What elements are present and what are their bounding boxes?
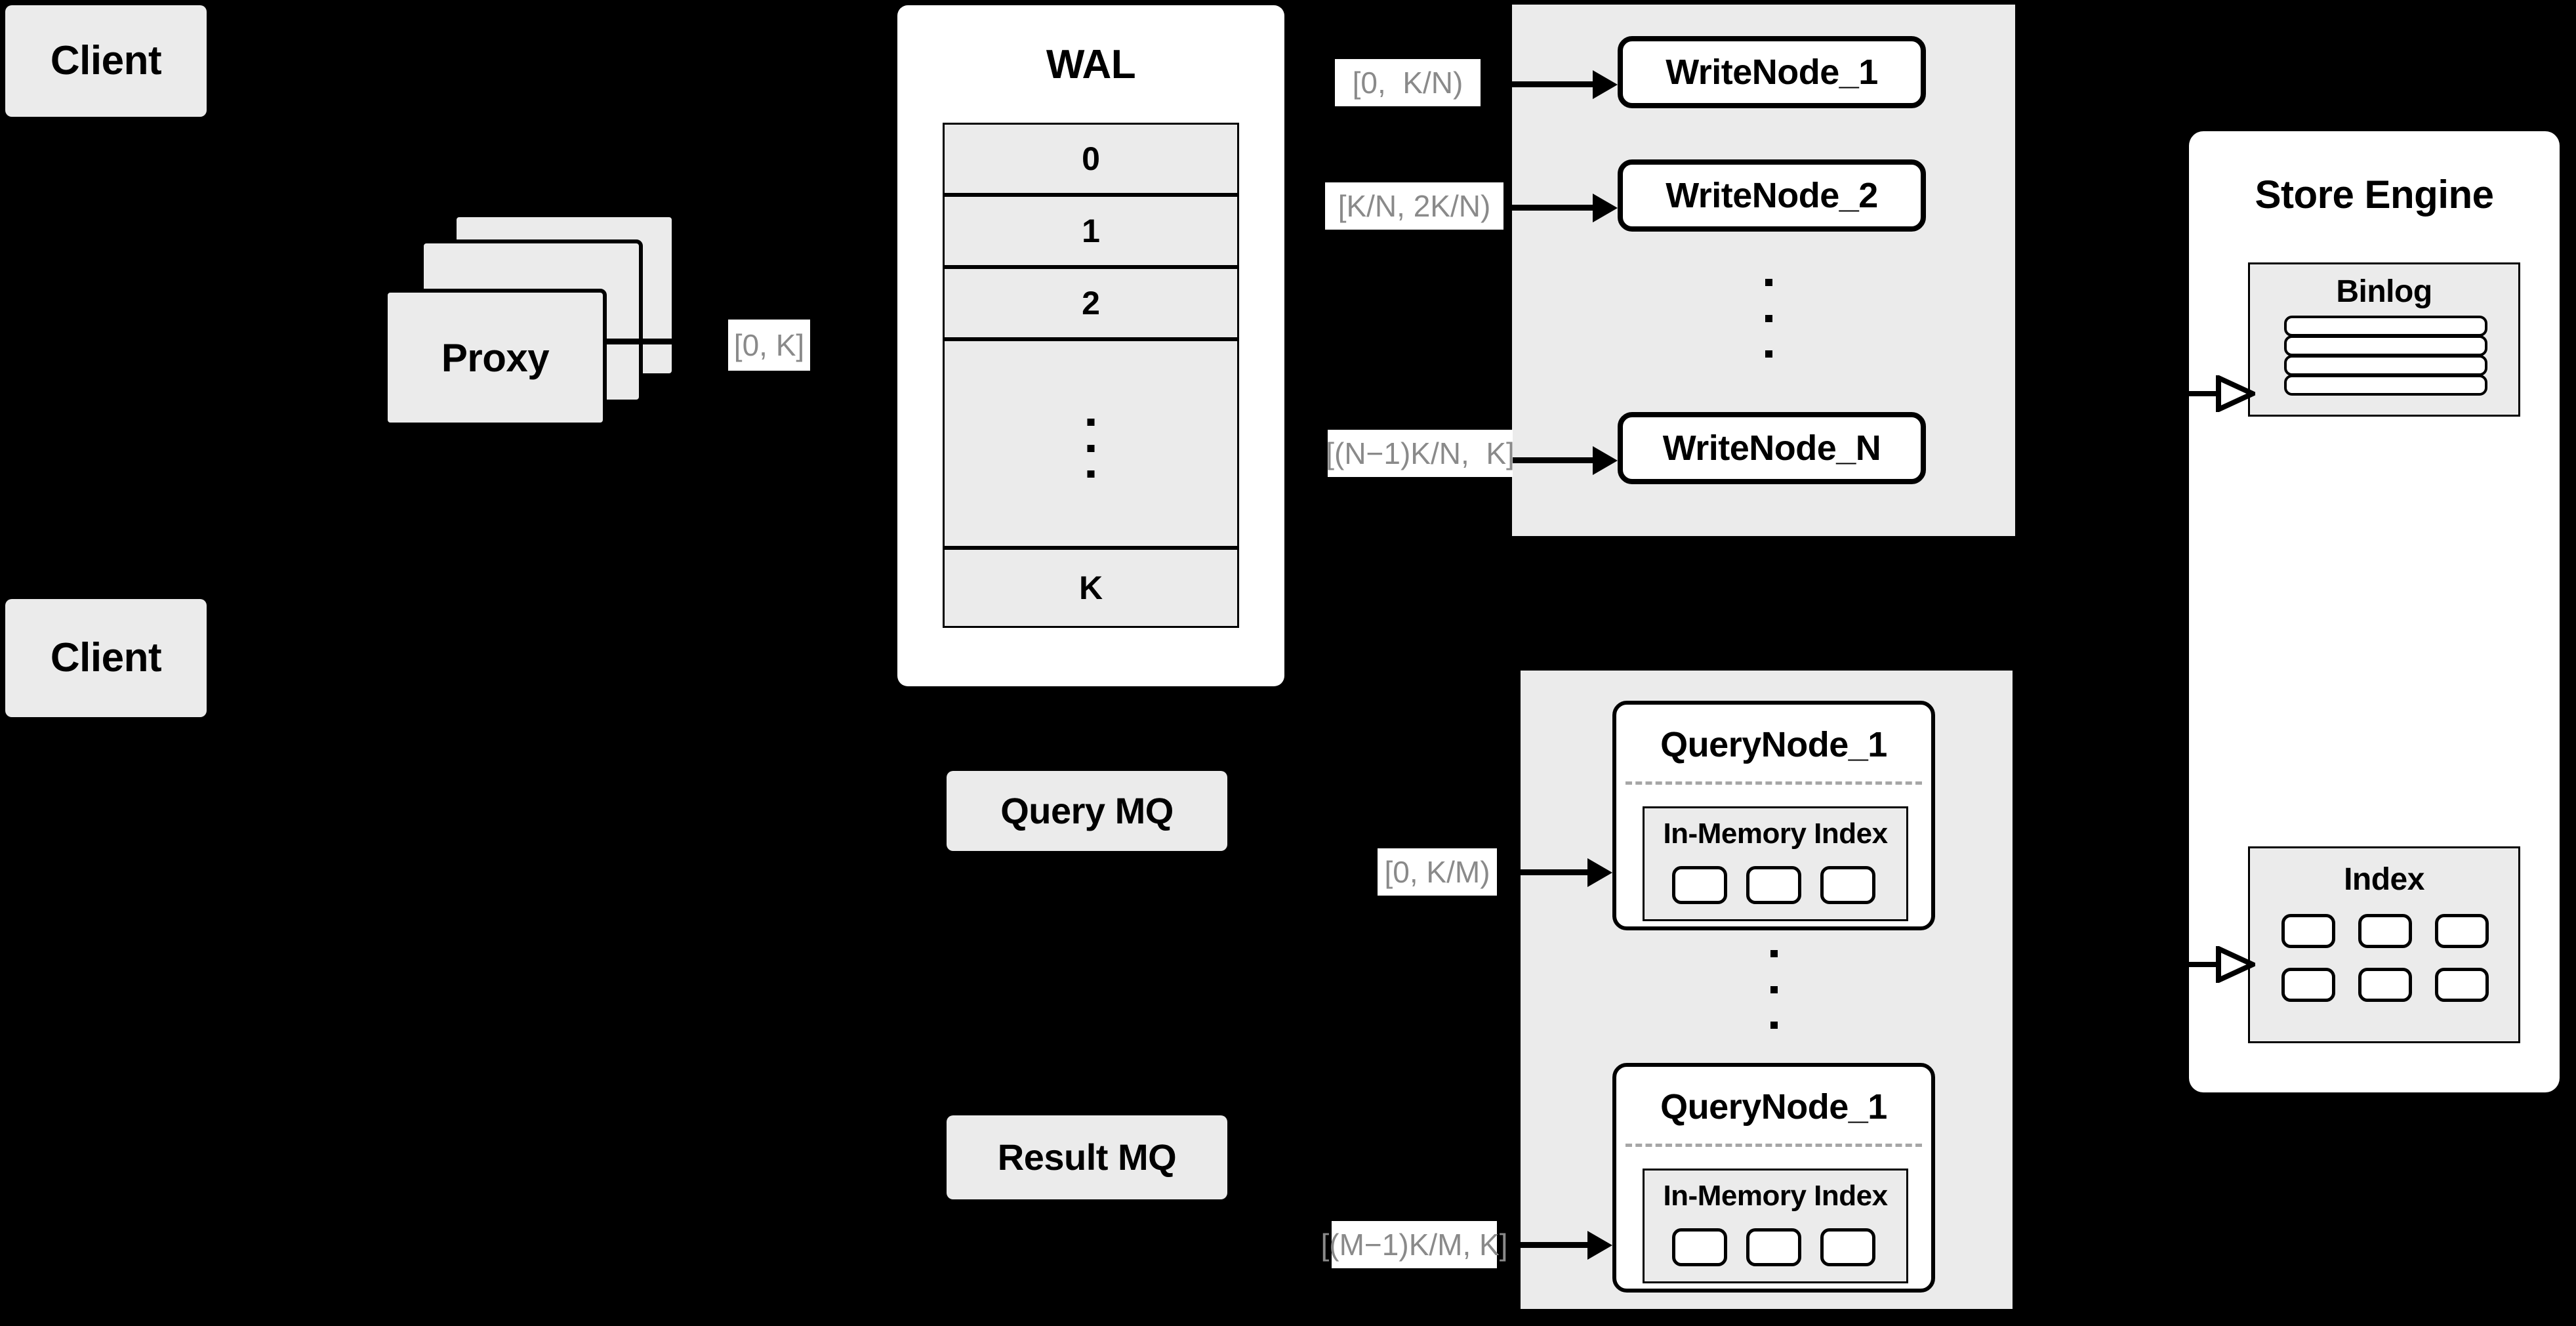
arrow-line-write-n <box>1512 457 1596 463</box>
index-cell[interactable] <box>2358 968 2412 1002</box>
result-mq-label: Result MQ <box>997 1136 1177 1178</box>
binlog-row[interactable] <box>2284 355 2487 376</box>
proxy-card-front[interactable]: Proxy <box>384 289 607 426</box>
query-node-label: QueryNode_1 <box>1660 1087 1887 1127</box>
wal-row-label: K <box>1078 570 1103 606</box>
client-label: Client <box>50 38 162 84</box>
vertical-ellipsis-icon <box>1087 419 1095 478</box>
index-cell[interactable] <box>1672 866 1727 904</box>
index-cell[interactable] <box>2435 968 2489 1002</box>
wal-row-label: 0 <box>1082 140 1100 177</box>
index-cell[interactable] <box>1672 1228 1727 1266</box>
index-cell[interactable] <box>2358 914 2412 948</box>
range-label-write-2: [K/N, 2K/N) <box>1325 182 1503 230</box>
in-memory-index-2: In-Memory Index <box>1643 1169 1908 1283</box>
arrow-head-binlog-icon <box>2216 375 2255 412</box>
index-cell[interactable] <box>2281 914 2335 948</box>
arrow-line-binlog <box>2186 391 2217 396</box>
query-node-divider <box>1625 1144 1922 1147</box>
index-cell[interactable] <box>1820 1228 1875 1266</box>
index-cell[interactable] <box>2281 968 2335 1002</box>
arrow-head-query-1 <box>1587 858 1612 887</box>
arrow-line-write-2 <box>1512 205 1596 211</box>
index-cell[interactable] <box>1746 1228 1801 1266</box>
wal-title: WAL <box>1046 42 1136 87</box>
binlog-row[interactable] <box>2284 316 2487 337</box>
range-label-proxy-to-wal: [0, K] <box>728 320 810 371</box>
range-label-query-m: [(M−1)K/M, K] <box>1321 1221 1508 1268</box>
index-box: Index <box>2248 846 2520 1043</box>
binlog-row[interactable] <box>2284 335 2487 356</box>
index-title: Index <box>2344 862 2424 897</box>
arrow-head-index-icon <box>2216 946 2255 983</box>
arrow-head-write-2 <box>1593 194 1618 222</box>
wal-row-ellipsis <box>943 339 1239 548</box>
client-label: Client <box>50 635 162 681</box>
binlog-row[interactable] <box>2284 375 2487 396</box>
write-node-2[interactable]: WriteNode_2 <box>1618 159 1926 232</box>
query-node-divider <box>1625 781 1922 785</box>
binlog-title: Binlog <box>2336 274 2432 309</box>
query-node-1[interactable]: QueryNode_1 In-Memory Index <box>1612 701 1935 930</box>
arrow-line-write-1 <box>1512 81 1596 87</box>
binlog-box: Binlog <box>2248 262 2520 417</box>
write-node-label: WriteNode_2 <box>1666 175 1878 215</box>
query-node-m[interactable]: QueryNode_1 In-Memory Index <box>1612 1063 1935 1293</box>
client-box-2[interactable]: Client <box>5 599 207 717</box>
range-label-write-1: [0, K/N) <box>1335 59 1481 106</box>
in-memory-index-title: In-Memory Index <box>1663 818 1888 850</box>
index-cell[interactable] <box>1820 866 1875 904</box>
query-cluster-ellipsis-icon <box>1770 950 1778 1029</box>
wal-row-label: 2 <box>1082 285 1100 321</box>
wal-row-label: 1 <box>1082 213 1100 249</box>
arrow-head-query-m <box>1587 1231 1612 1260</box>
result-mq-box[interactable]: Result MQ <box>947 1115 1227 1199</box>
write-node-n[interactable]: WriteNode_N <box>1618 412 1926 484</box>
range-label-write-n: [(N−1)K/N, K] <box>1326 430 1515 477</box>
query-node-label: QueryNode_1 <box>1660 725 1887 764</box>
write-node-label: WriteNode_N <box>1662 428 1881 468</box>
query-mq-box[interactable]: Query MQ <box>947 771 1227 851</box>
range-label-query-1: [0, K/M) <box>1378 848 1497 896</box>
index-cell[interactable] <box>1746 866 1801 904</box>
wal-row[interactable]: 0 <box>943 123 1239 195</box>
arrow-line-query-m <box>1521 1242 1593 1248</box>
proxy-label: Proxy <box>441 335 550 380</box>
arrow-line-query-1 <box>1521 869 1593 875</box>
wal-row[interactable]: 1 <box>943 195 1239 267</box>
store-engine-panel: Store Engine Binlog Index <box>2189 131 2560 1092</box>
write-cluster-ellipsis-icon <box>1765 279 1772 358</box>
write-node-label: WriteNode_1 <box>1666 52 1878 92</box>
client-box-1[interactable]: Client <box>5 5 207 117</box>
in-memory-index-1: In-Memory Index <box>1643 806 1908 921</box>
arrow-head-write-n <box>1593 446 1618 475</box>
index-cell[interactable] <box>2435 914 2489 948</box>
wal-row[interactable]: K <box>943 548 1239 628</box>
query-mq-label: Query MQ <box>1000 789 1174 831</box>
arrow-line-index <box>2186 962 2217 967</box>
in-memory-index-title: In-Memory Index <box>1663 1180 1888 1212</box>
write-node-1[interactable]: WriteNode_1 <box>1618 36 1926 108</box>
wal-row[interactable]: 2 <box>943 267 1239 339</box>
arrow-head-write-1 <box>1593 70 1618 99</box>
store-engine-title: Store Engine <box>2255 173 2494 217</box>
proxy-to-wal-line <box>607 339 679 344</box>
